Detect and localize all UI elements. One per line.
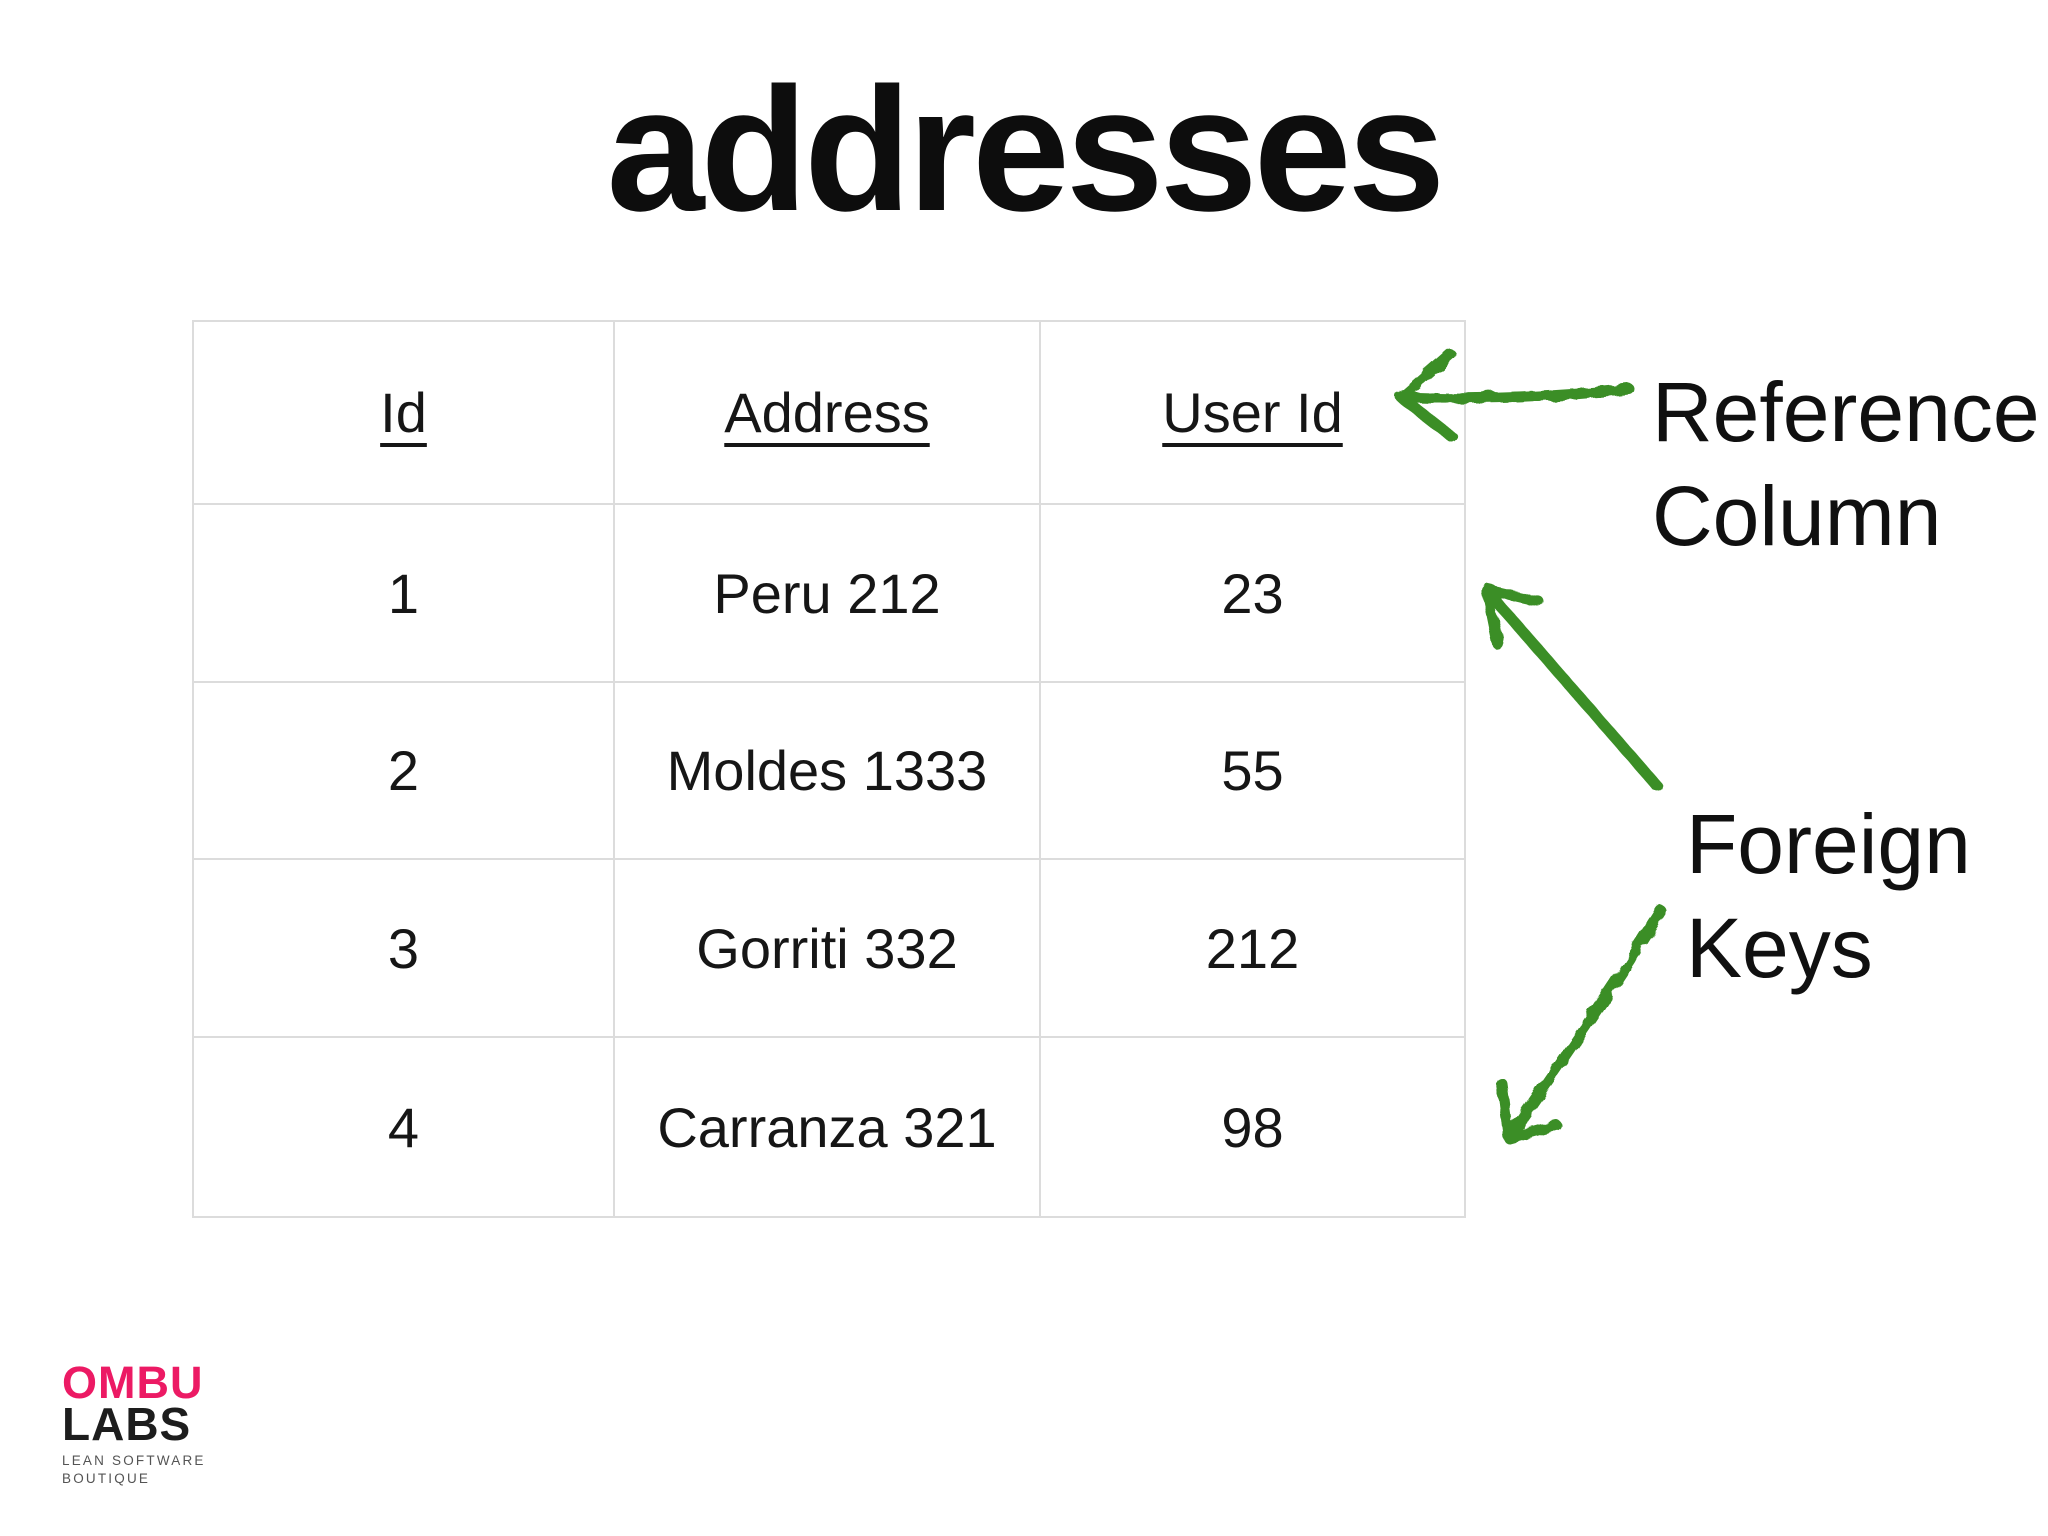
foreign-key-arrow-up-icon [1481, 584, 1664, 793]
ombu-labs-logo: OMBU LABS LEAN SOFTWARE BOUTIQUE [62, 1357, 206, 1486]
cell-row3-address: Gorriti 332 [615, 860, 1041, 1038]
header-cell-user-id: User Id [1041, 322, 1464, 505]
header-label-user-id: User Id [1162, 381, 1343, 444]
header-label-id: Id [380, 381, 427, 444]
header-cell-id: Id [194, 322, 615, 505]
cell-row2-id: 2 [194, 683, 615, 860]
logo-tagline-line1: LEAN SOFTWARE [62, 1453, 206, 1468]
foreign-key-arrow-down-icon [1496, 905, 1667, 1144]
cell-row3-user-id: 212 [1041, 860, 1464, 1038]
cell-row1-address: Peru 212 [615, 505, 1041, 683]
reference-column-label-line2: Column [1652, 469, 1942, 563]
cell-row4-user-id: 98 [1221, 1095, 1284, 1159]
logo-labs-text: LABS [62, 1398, 192, 1450]
reference-column-label: Reference Column [1652, 360, 2040, 568]
cell-row1-id: 1 [194, 505, 615, 683]
cell-row2-address: Moldes 1333 [615, 683, 1041, 860]
cell-row4-id: 4 [194, 1038, 615, 1216]
foreign-keys-label: Foreign Keys [1686, 792, 1971, 1000]
logo-tagline-line2: BOUTIQUE [62, 1471, 151, 1486]
cell-row4-address: Carranza 321 [615, 1038, 1041, 1216]
header-cell-address: Address [615, 322, 1041, 505]
foreign-keys-label-line2: Keys [1686, 901, 1873, 995]
reference-column-label-line1: Reference [1652, 365, 2040, 459]
header-label-address: Address [724, 381, 930, 444]
foreign-keys-label-line1: Foreign [1686, 797, 1971, 891]
cell-row2-user-id: 55 [1041, 683, 1464, 860]
cell-row1-user-id: 23 [1041, 505, 1464, 683]
slide-title: addresses [606, 52, 1446, 248]
logo-ombu-text: OMBU [62, 1357, 204, 1408]
addresses-table: Id Address User Id 1 Peru 212 23 2 Molde… [192, 320, 1466, 1218]
cell-row3-id: 3 [194, 860, 615, 1038]
